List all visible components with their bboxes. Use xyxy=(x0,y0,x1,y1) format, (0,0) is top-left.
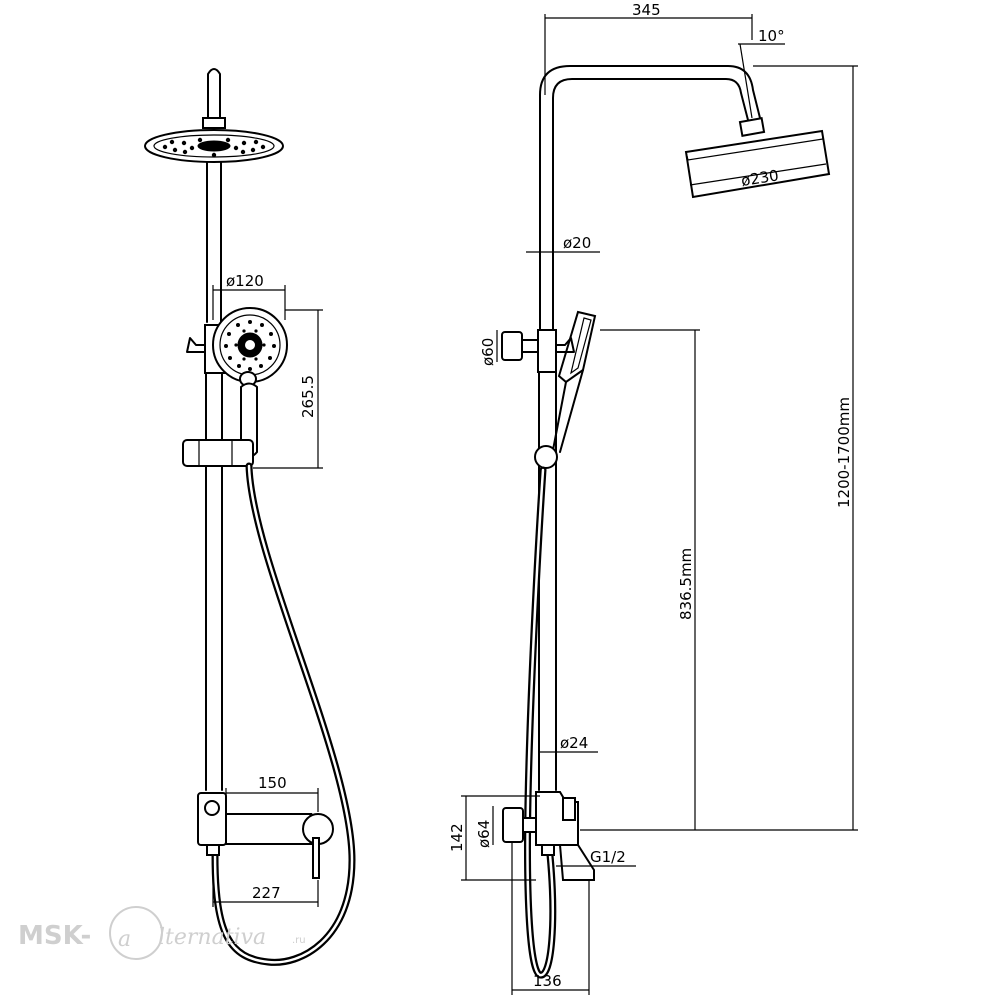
side-mixer-lever xyxy=(562,797,576,821)
label-handshower-height: 265.5 xyxy=(299,375,317,418)
watermark-domain: .ru xyxy=(292,935,306,946)
side-mixer-connector xyxy=(522,817,537,833)
side-upper-arm-inner xyxy=(552,78,749,331)
front-hose-highlight xyxy=(213,464,354,964)
front-hose xyxy=(211,462,356,966)
side-outlet-neck xyxy=(521,339,539,353)
svg-text:a: a xyxy=(118,927,131,952)
side-hand-shower-handle xyxy=(552,369,584,453)
label-upper-pipe-diameter: ø20 xyxy=(563,234,591,252)
watermark-script: lternativa xyxy=(158,925,266,950)
side-spout xyxy=(558,844,595,881)
front-bracket-nut xyxy=(204,800,220,816)
watermark-logo: MSK- a lternativa .ru xyxy=(18,906,306,960)
front-mixer-body xyxy=(225,813,313,845)
side-diverter-knob xyxy=(555,337,575,353)
front-head-connector xyxy=(202,117,226,129)
front-rain-shower-head xyxy=(144,129,284,163)
label-lower-pipe-diameter: ø24 xyxy=(560,734,588,752)
side-head-connector xyxy=(738,117,766,137)
label-arm-length: 345 xyxy=(632,1,661,19)
side-hose-highlight xyxy=(526,468,554,977)
watermark-at-icon xyxy=(109,906,163,960)
label-mixer-body-diameter: ø64 xyxy=(475,820,493,848)
front-view: ø120 265.5 150 227 xyxy=(144,68,356,966)
front-outlet-nut xyxy=(206,844,220,856)
front-top-arm xyxy=(207,68,221,121)
label-base-depth: 136 xyxy=(533,972,562,990)
label-mixer-width: 150 xyxy=(258,774,287,792)
side-outlet-body xyxy=(501,331,523,361)
side-holder-ball xyxy=(534,445,558,469)
side-diverter-block xyxy=(537,329,557,373)
side-mixer-cap xyxy=(502,807,524,843)
label-head-tilt: 10° xyxy=(758,27,785,45)
label-handshower-face-diameter: ø60 xyxy=(479,338,497,366)
label-thread-size: G1/2 xyxy=(590,848,626,866)
front-diverter-knob xyxy=(186,337,206,353)
side-hand-shower-face xyxy=(570,317,592,375)
side-view: 345 10° ø230 ø20 ø60 1200-1700mm 836.5mm… xyxy=(448,1,858,995)
watermark-brand: MSK- xyxy=(18,921,91,951)
front-hand-shower-face xyxy=(212,307,288,383)
label-outlet-spacing: 227 xyxy=(252,884,281,902)
label-mixer-height: 142 xyxy=(448,823,466,852)
label-total-height: 1200-1700mm xyxy=(835,397,853,508)
side-outlet-nut xyxy=(541,844,555,856)
side-rain-head-face xyxy=(685,130,824,161)
dim-line-side-head-diameter xyxy=(689,163,827,186)
front-holder xyxy=(182,439,254,467)
side-upper-arm-outer xyxy=(539,65,761,331)
label-head-diameter: ø230 xyxy=(740,166,780,190)
label-handshower-diameter: ø120 xyxy=(226,272,264,290)
label-holder-height: 836.5mm xyxy=(677,548,695,620)
dim-line-side-head-tilt xyxy=(738,43,785,119)
front-mixer-lever xyxy=(312,837,320,879)
